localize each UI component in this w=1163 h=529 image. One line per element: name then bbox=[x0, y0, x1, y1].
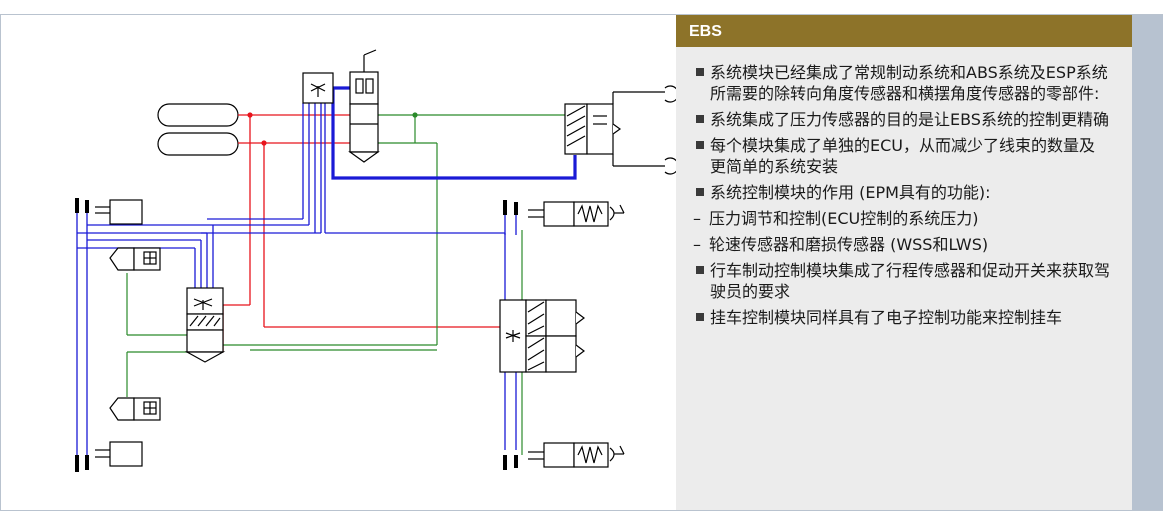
wheel-sensor-front-right-bottom bbox=[75, 441, 143, 472]
wheel-sensor-front-left-top bbox=[75, 198, 143, 225]
trailer-control-module bbox=[564, 85, 676, 175]
rear-axle-modulator bbox=[499, 299, 585, 373]
brake-chamber-front-right bbox=[109, 397, 161, 421]
sub-item-text: 压力调节和控制(ECU控制的系统压力) bbox=[709, 209, 979, 228]
front-axle-modulator bbox=[184, 287, 226, 363]
list-item: 挂车控制模块同样具有了电子控制功能来控制挂车 bbox=[676, 307, 1132, 328]
dash-marker: – bbox=[693, 209, 701, 228]
side-strip bbox=[1132, 15, 1163, 511]
ecu-link-thick bbox=[331, 86, 577, 180]
spring-brake-chamber-rear-bottom bbox=[503, 442, 625, 470]
bottom-rule bbox=[0, 510, 1163, 511]
dash-marker: – bbox=[693, 235, 701, 254]
junction-green-1 bbox=[412, 112, 418, 118]
control-lines-green bbox=[126, 114, 565, 455]
brake-chamber-front-left bbox=[109, 247, 161, 271]
junction-red-1 bbox=[247, 112, 253, 118]
list-item: 系统控制模块的作用 (EPM具有的功能): bbox=[676, 182, 1132, 203]
ebs-schematic bbox=[75, 49, 676, 472]
top-rule bbox=[0, 14, 1163, 15]
list-item: 每个模块集成了单独的ECU，从而减少了线束的数量及更简单的系统安装 bbox=[676, 135, 1132, 177]
panel-title: EBS bbox=[676, 15, 1132, 47]
info-panel: EBS 系统模块已经集成了常规制动系统和ABS系统及ESP系统所需要的除转向角度… bbox=[676, 15, 1132, 511]
pressure-sensor-top bbox=[302, 72, 334, 104]
air-reservoir-lower bbox=[157, 132, 239, 156]
air-reservoir-upper bbox=[157, 103, 239, 127]
foot-brake-valve bbox=[348, 49, 380, 163]
left-rule bbox=[0, 14, 1, 511]
sub-item-text: 轮速传感器和磨损传感器 (WSS和LWS) bbox=[709, 235, 989, 254]
spring-brake-chamber-rear-top bbox=[503, 200, 625, 227]
sub-list-item: –轮速传感器和磨损传感器 (WSS和LWS) bbox=[676, 234, 1132, 255]
junction-red-2 bbox=[261, 140, 267, 146]
list-item: 系统集成了压力传感器的目的是让EBS系统的控制更精确 bbox=[676, 109, 1132, 130]
list-item: 系统模块已经集成了常规制动系统和ABS系统及ESP系统所需要的除转向角度传感器和… bbox=[676, 62, 1132, 104]
list-item: 行车制动控制模块集成了行程传感器和促动开关来获取驾驶员的要求 bbox=[676, 260, 1132, 302]
bullet-list: 系统模块已经集成了常规制动系统和ABS系统及ESP系统所需要的除转向角度传感器和… bbox=[676, 47, 1132, 328]
sub-list-item: –压力调节和控制(ECU控制的系统压力) bbox=[676, 208, 1132, 229]
